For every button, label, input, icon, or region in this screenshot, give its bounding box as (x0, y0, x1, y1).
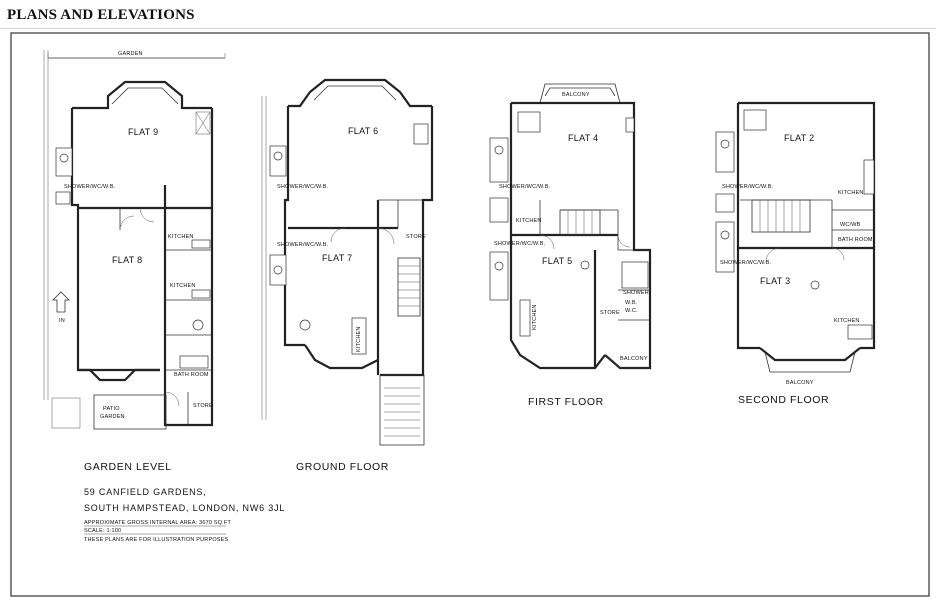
flat-9-label: FLAT 9 (128, 127, 158, 137)
flat-5-label: FLAT 5 (542, 256, 572, 266)
ground-floor-label: GROUND FLOOR (296, 461, 389, 473)
address-line-2: SOUTH HAMPSTEAD, LONDON, NW6 3JL (84, 503, 285, 513)
flat-6-label: FLAT 6 (348, 126, 378, 136)
bathroom-label: BATH ROOM (838, 237, 873, 243)
area-note: APPROXIMATE GROSS INTERNAL AREA: 3670 SQ… (84, 520, 231, 526)
garden-level-label: GARDEN LEVEL (84, 461, 172, 473)
wc-label: W.C. (625, 308, 638, 314)
second-floor-plan: FLAT 2 FLAT 3 SHOWER/WC/W.B. SHOWER/WC/W… (715, 101, 876, 386)
flat-7-label: FLAT 7 (322, 253, 352, 263)
garden-label: GARDEN (118, 51, 143, 57)
wc-wb-label: WC/WB (840, 222, 861, 228)
shower-label-2: SHOWER/WC/W.B. (720, 260, 772, 266)
store-label: STORE (193, 403, 213, 409)
address-line-1: 59 CANFIELD GARDENS, (84, 487, 207, 497)
shower-label-1: SHOWER/WC/W.B. (722, 184, 774, 190)
kitchen-label: KITCHEN (356, 326, 362, 352)
shower-label-2: SHOWER/WC/W.B. (494, 241, 546, 247)
address-block: 59 CANFIELD GARDENS, SOUTH HAMPSTEAD, LO… (84, 487, 285, 543)
store-label: STORE (600, 310, 620, 316)
wb-label: W.B. (625, 300, 638, 306)
scale-note: SCALE: 1:100 (84, 528, 121, 534)
shower-label-3: SHOWER (623, 290, 649, 296)
ground-floor-plan: FLAT 6 FLAT 7 SHOWER/WC/W.B. SHOWER/WC/W… (261, 78, 434, 446)
balcony-top-label: BALCONY (562, 92, 590, 98)
flat-3-label: FLAT 3 (760, 276, 790, 286)
page-title: PLANS AND ELEVATIONS (7, 7, 195, 23)
store-label: STORE (406, 234, 426, 240)
disclaimer-note: THESE PLANS ARE FOR ILLUSTRATION PURPOSE… (84, 537, 229, 543)
kitchen-label-2: KITCHEN (532, 304, 538, 330)
kitchen-label-1: KITCHEN (168, 234, 194, 240)
first-floor-plan: BALCONY FLAT 4 FLAT 5 SHOWER/WC/W.B. SHO… (489, 83, 652, 370)
kitchen-label-1: KITCHEN (838, 190, 864, 196)
shower-label-2: SHOWER/WC/W.B. (277, 242, 329, 248)
bathroom-label: BATH ROOM (174, 372, 209, 378)
balcony-bottom-label: BALCONY (620, 356, 648, 362)
entry-label: IN (59, 318, 65, 324)
flat-4-label: FLAT 4 (568, 133, 598, 143)
shower-label: SHOWER/WC/W.B. (64, 184, 116, 190)
first-floor-label: FIRST FLOOR (528, 396, 604, 408)
shower-label-1: SHOWER/WC/W.B. (277, 184, 329, 190)
patio-label: PATIO (103, 406, 120, 412)
kitchen-label-2: KITCHEN (834, 318, 860, 324)
shower-label-1: SHOWER/WC/W.B. (499, 184, 551, 190)
flat-2-label: FLAT 2 (784, 133, 814, 143)
balcony-label: BALCONY (786, 380, 814, 386)
second-floor-label: SECOND FLOOR (738, 394, 829, 406)
kitchen-label-1: KITCHEN (516, 218, 542, 224)
flat-8-label: FLAT 8 (112, 255, 142, 265)
garden-level-plan: GARDEN FLAT 9 FLAT 8 SHOWER/WC/W.B. KITC… (43, 50, 226, 430)
patio-garden-label: GARDEN (100, 414, 125, 420)
kitchen-label-2: KITCHEN (170, 283, 196, 289)
sheet-border (10, 32, 930, 597)
title-divider (0, 28, 936, 29)
